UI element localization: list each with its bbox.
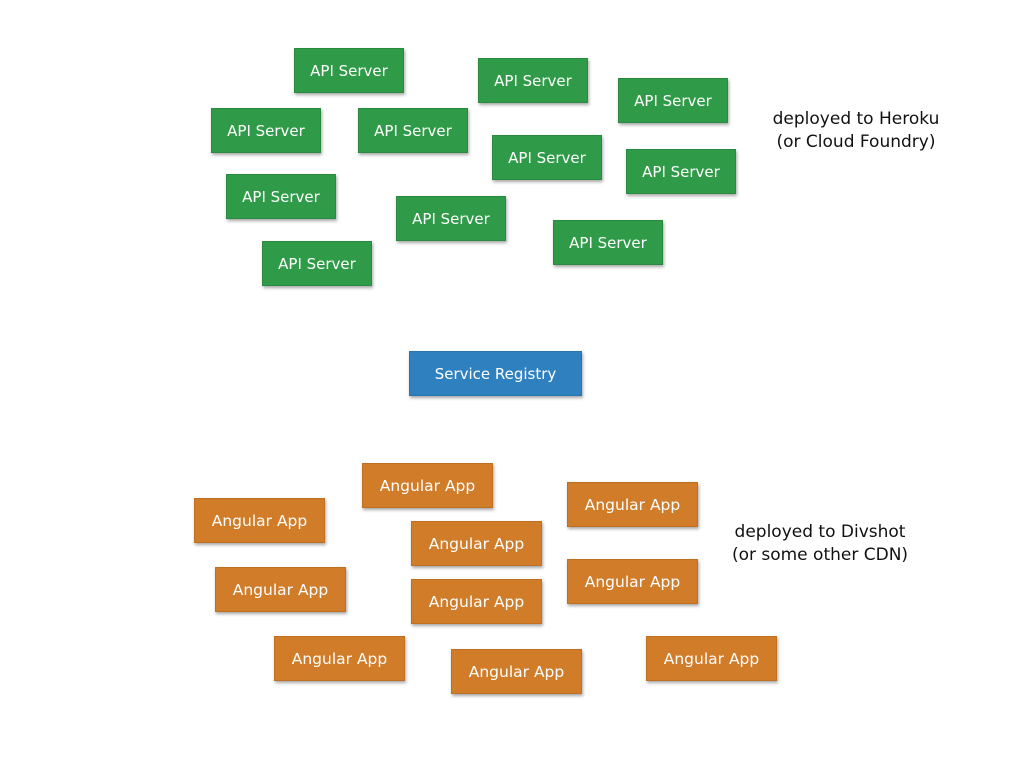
angular-app-box: Angular App bbox=[274, 636, 405, 681]
api-server-label: API Server bbox=[227, 121, 305, 140]
service-registry-box: Service Registry bbox=[409, 351, 582, 396]
angular-app-label: Angular App bbox=[584, 572, 681, 591]
api-server-box: API Server bbox=[262, 241, 372, 286]
api-server-box: API Server bbox=[626, 149, 736, 194]
api-server-label: API Server bbox=[310, 61, 388, 80]
angular-app-box: Angular App bbox=[362, 463, 493, 508]
divshot-note-line1: deployed to Divshot bbox=[734, 522, 906, 542]
angular-app-box: Angular App bbox=[411, 521, 542, 566]
api-server-label: API Server bbox=[508, 148, 586, 167]
api-server-box: API Server bbox=[478, 58, 588, 103]
divshot-note: deployed to Divshot (or some other CDN) bbox=[722, 521, 918, 567]
angular-app-box: Angular App bbox=[567, 559, 698, 604]
angular-app-box: Angular App bbox=[451, 649, 582, 694]
api-server-label: API Server bbox=[642, 162, 720, 181]
api-server-label: API Server bbox=[634, 91, 712, 110]
api-server-label: API Server bbox=[494, 71, 572, 90]
angular-app-box: Angular App bbox=[646, 636, 777, 681]
api-server-label: API Server bbox=[278, 254, 356, 273]
api-server-label: API Server bbox=[569, 233, 647, 252]
api-server-box: API Server bbox=[618, 78, 728, 123]
angular-app-box: Angular App bbox=[411, 579, 542, 624]
api-server-label: API Server bbox=[374, 121, 452, 140]
api-server-label: API Server bbox=[242, 187, 320, 206]
angular-app-label: Angular App bbox=[211, 511, 308, 530]
api-server-box: API Server bbox=[396, 196, 506, 241]
heroku-note: deployed to Heroku (or Cloud Foundry) bbox=[762, 108, 950, 154]
angular-app-box: Angular App bbox=[194, 498, 325, 543]
api-server-box: API Server bbox=[211, 108, 321, 153]
heroku-note-line1: deployed to Heroku bbox=[772, 109, 940, 129]
angular-app-label: Angular App bbox=[428, 534, 525, 553]
angular-app-label: Angular App bbox=[232, 580, 329, 599]
angular-app-box: Angular App bbox=[215, 567, 346, 612]
api-server-label: API Server bbox=[412, 209, 490, 228]
divshot-note-line2: (or some other CDN) bbox=[731, 545, 909, 565]
angular-app-label: Angular App bbox=[663, 649, 760, 668]
api-server-box: API Server bbox=[358, 108, 468, 153]
api-server-box: API Server bbox=[492, 135, 602, 180]
heroku-note-line2: (or Cloud Foundry) bbox=[776, 132, 936, 152]
api-server-box: API Server bbox=[553, 220, 663, 265]
service-registry-label: Service Registry bbox=[434, 364, 557, 383]
api-server-box: API Server bbox=[226, 174, 336, 219]
angular-app-label: Angular App bbox=[379, 476, 476, 495]
angular-app-label: Angular App bbox=[291, 649, 388, 668]
api-server-box: API Server bbox=[294, 48, 404, 93]
angular-app-label: Angular App bbox=[468, 662, 565, 681]
angular-app-box: Angular App bbox=[567, 482, 698, 527]
angular-app-label: Angular App bbox=[584, 495, 681, 514]
angular-app-label: Angular App bbox=[428, 592, 525, 611]
